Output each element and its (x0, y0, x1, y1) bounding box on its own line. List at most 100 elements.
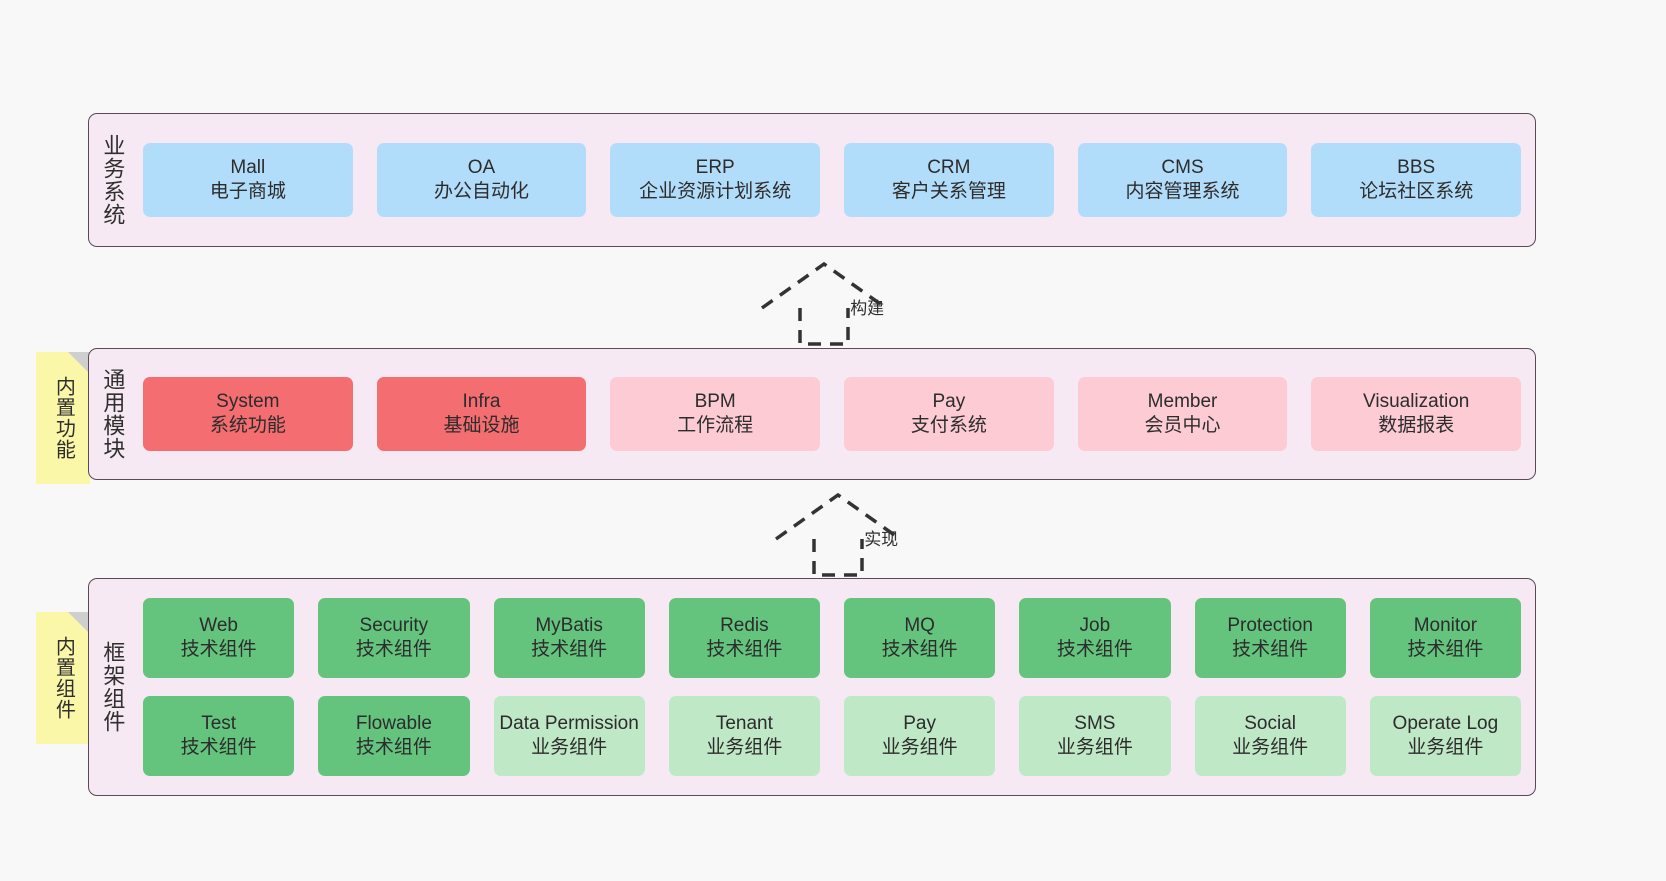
node-title: Redis (720, 614, 769, 636)
node-subtitle: 会员中心 (1144, 415, 1221, 436)
node-data-permission[interactable]: Data Permission 业务组件 (493, 696, 645, 776)
node-subtitle: 内容管理系统 (1125, 181, 1240, 202)
node-title: ERP (695, 156, 735, 178)
box-row: Test 技术组件 Flowable 技术组件 Data Permission … (143, 696, 1521, 776)
node-bpm[interactable]: BPM 工作流程 (610, 377, 821, 451)
node-subtitle: 业务组件 (531, 737, 608, 758)
layer-boxes-common: System 系统功能 Infra 基础设施 BPM 工作流程 Pay 支付系统… (135, 349, 1535, 479)
node-title: Member (1147, 390, 1218, 412)
node-operate-log[interactable]: Operate Log 业务组件 (1369, 696, 1521, 776)
node-monitor[interactable]: Monitor 技术组件 (1369, 598, 1521, 678)
node-title: BBS (1397, 156, 1436, 178)
node-subtitle: 技术组件 (1407, 639, 1484, 660)
node-subtitle: 业务组件 (881, 737, 958, 758)
node-subtitle: 业务组件 (1232, 737, 1309, 758)
node-title: Social (1244, 712, 1296, 734)
node-title: OA (467, 156, 496, 178)
node-erp[interactable]: ERP 企业资源计划系统 (610, 143, 821, 217)
node-title: Test (201, 712, 237, 734)
node-title: Job (1079, 614, 1111, 636)
node-title: Infra (462, 390, 501, 412)
layer-boxes-business: Mall 电子商城 OA 办公自动化 ERP 企业资源计划系统 CRM 客户关系… (135, 114, 1535, 246)
node-subtitle: 企业资源计划系统 (639, 181, 792, 202)
node-job[interactable]: Job 技术组件 (1019, 598, 1171, 678)
node-infra[interactable]: Infra 基础设施 (376, 377, 587, 451)
node-mybatis[interactable]: MyBatis 技术组件 (493, 598, 645, 678)
node-subtitle: 技术组件 (355, 737, 432, 758)
node-subtitle: 技术组件 (1232, 639, 1309, 660)
node-crm[interactable]: CRM 客户关系管理 (844, 143, 1054, 217)
node-system[interactable]: System 系统功能 (143, 377, 353, 451)
layer-boxes-framework: Web 技术组件 Security 技术组件 MyBatis 技术组件 Redi… (135, 579, 1535, 795)
node-visualization[interactable]: Visualization 数据报表 (1311, 377, 1522, 451)
node-title: Protection (1227, 614, 1313, 636)
node-subtitle: 技术组件 (881, 639, 958, 660)
node-cms[interactable]: CMS 内容管理系统 (1077, 143, 1288, 217)
dashed-generalization-arrow-icon (774, 492, 902, 577)
node-social[interactable]: Social 业务组件 (1194, 696, 1346, 776)
layer-label-framework: 框架组件 (100, 641, 126, 733)
node-title: Pay (903, 712, 936, 734)
node-title: SMS (1074, 712, 1116, 734)
node-title: BPM (694, 390, 736, 412)
node-subtitle: 系统功能 (209, 415, 286, 436)
node-subtitle: 技术组件 (180, 737, 257, 758)
connector-build: 构建 (752, 256, 932, 348)
node-test[interactable]: Test 技术组件 (143, 696, 295, 776)
node-title: Mall (230, 156, 266, 178)
connector-label-build: 构建 (850, 299, 885, 318)
node-title: CRM (927, 156, 971, 178)
node-mall[interactable]: Mall 电子商城 (143, 143, 353, 217)
node-subtitle: 数据报表 (1378, 415, 1455, 436)
node-title: Tenant (715, 712, 773, 734)
node-web[interactable]: Web 技术组件 (143, 598, 295, 678)
layer-common-module[interactable]: 通用模块 System 系统功能 Infra 基础设施 BPM 工作流程 Pay… (88, 348, 1536, 480)
node-tenant[interactable]: Tenant 业务组件 (668, 696, 820, 776)
node-security[interactable]: Security 技术组件 (318, 598, 470, 678)
layer-label-business: 业务系统 (100, 134, 126, 226)
node-title: Data Permission (499, 712, 639, 734)
connector-implement: 实现 (766, 487, 946, 579)
node-subtitle: 技术组件 (1056, 639, 1133, 660)
node-bbs[interactable]: BBS 论坛社区系统 (1311, 143, 1522, 217)
dashed-generalization-arrow-icon (760, 261, 888, 346)
node-subtitle: 基础设施 (443, 415, 520, 436)
node-subtitle: 客户关系管理 (891, 181, 1006, 202)
layer-label-common: 通用模块 (100, 368, 126, 460)
node-subtitle: 支付系统 (910, 415, 987, 436)
node-redis[interactable]: Redis 技术组件 (668, 598, 820, 678)
node-title: Pay (932, 390, 966, 412)
node-sms[interactable]: SMS 业务组件 (1019, 696, 1171, 776)
node-member[interactable]: Member 会员中心 (1077, 377, 1288, 451)
node-subtitle: 业务组件 (1056, 737, 1133, 758)
node-subtitle: 电子商城 (209, 181, 286, 202)
layer-framework-component[interactable]: 框架组件 Web 技术组件 Security 技术组件 MyBatis 技术组件… (88, 578, 1536, 796)
layer-business-system[interactable]: 业务系统 Mall 电子商城 OA 办公自动化 ERP 企业资源计划系统 CRM… (88, 113, 1536, 247)
node-title: Security (359, 614, 429, 636)
node-protection[interactable]: Protection 技术组件 (1194, 598, 1346, 678)
node-pay-module[interactable]: Pay 支付系统 (844, 377, 1054, 451)
node-subtitle: 业务组件 (706, 737, 783, 758)
node-title: System (216, 390, 280, 412)
node-oa[interactable]: OA 办公自动化 (376, 143, 587, 217)
node-title: MyBatis (535, 614, 603, 636)
box-row: System 系统功能 Infra 基础设施 BPM 工作流程 Pay 支付系统… (143, 377, 1522, 451)
node-title: CMS (1161, 156, 1204, 178)
node-subtitle: 技术组件 (355, 639, 432, 660)
node-subtitle: 技术组件 (180, 639, 257, 660)
box-row: Web 技术组件 Security 技术组件 MyBatis 技术组件 Redi… (143, 598, 1521, 678)
node-subtitle: 技术组件 (706, 639, 783, 660)
node-title: Visualization (1363, 390, 1470, 412)
node-subtitle: 办公自动化 (434, 181, 530, 202)
node-mq[interactable]: MQ 技术组件 (844, 598, 996, 678)
box-row: Mall 电子商城 OA 办公自动化 ERP 企业资源计划系统 CRM 客户关系… (143, 143, 1522, 217)
node-subtitle: 业务组件 (1407, 737, 1484, 758)
sticky-note-text: 内置组件 (52, 636, 75, 720)
node-flowable[interactable]: Flowable 技术组件 (318, 696, 470, 776)
sticky-note-builtin-components: 内置组件 (36, 612, 90, 744)
node-subtitle: 技术组件 (531, 639, 608, 660)
node-pay-component[interactable]: Pay 业务组件 (844, 696, 996, 776)
sticky-note-builtin-features: 内置功能 (36, 352, 90, 484)
node-title: Operate Log (1392, 712, 1499, 734)
